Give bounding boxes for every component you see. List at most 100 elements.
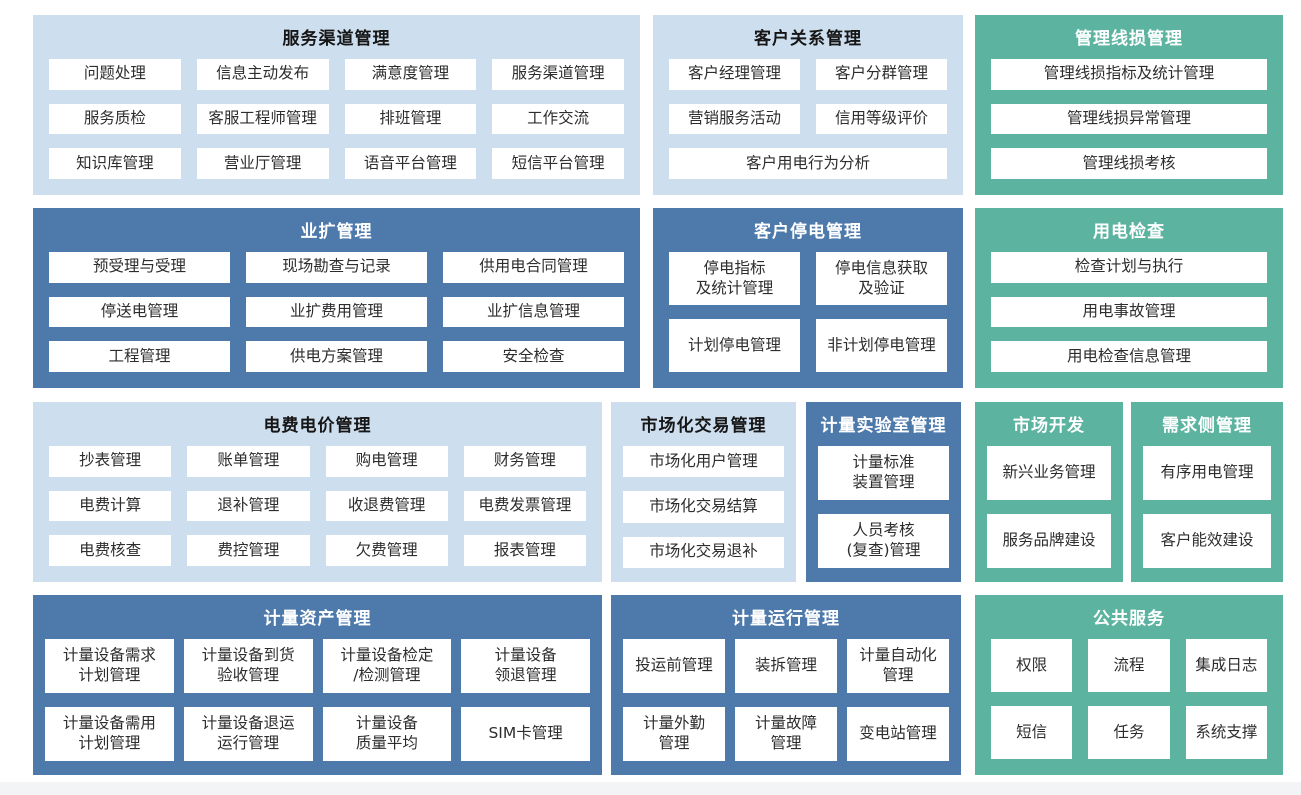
module-cell: 计划停电管理 bbox=[669, 319, 800, 372]
module-cell: 工作交流 bbox=[492, 103, 624, 135]
module-cell: 权限 bbox=[991, 639, 1073, 692]
module-cell: 用电检查信息管理 bbox=[991, 341, 1267, 373]
block-body: 客户经理管理客户分群管理营销服务活动信用等级评价客户用电行为分析 bbox=[669, 59, 947, 180]
module-cell: 计量设备 质量平均 bbox=[322, 707, 452, 761]
module-cell: 用电事故管理 bbox=[991, 296, 1267, 328]
block-customer-outage-management: 客户停电管理 停电指标 及统计管理停电信息获取 及验证计划停电管理非计划停电管理 bbox=[653, 208, 963, 388]
module-row: 管理线损指标及统计管理 bbox=[991, 59, 1267, 90]
module-row: 检查计划与执行 bbox=[991, 252, 1267, 283]
block-title: 业扩管理 bbox=[300, 222, 373, 242]
module-row: 市场化交易退补 bbox=[623, 536, 784, 568]
module-row: 停电指标 及统计管理停电信息获取 及验证 bbox=[669, 252, 947, 305]
block-title: 服务渠道管理 bbox=[282, 29, 391, 49]
module-cell: 信用等级评价 bbox=[816, 103, 947, 135]
module-cell: 业扩费用管理 bbox=[246, 296, 427, 328]
module-row: 计量设备需求 计划管理计量设备到货 验收管理计量设备检定 /检测管理计量设备 领… bbox=[45, 639, 590, 693]
block-title: 需求侧管理 bbox=[1162, 416, 1252, 436]
module-cell: 市场化用户管理 bbox=[623, 446, 784, 478]
module-cell: 客户能效建设 bbox=[1143, 514, 1271, 568]
module-cell: 停送电管理 bbox=[49, 296, 230, 328]
module-cell: 营销服务活动 bbox=[669, 103, 800, 135]
block-body: 新兴业务管理服务品牌建设 bbox=[987, 446, 1111, 568]
block-demand-side-management: 需求侧管理 有序用电管理客户能效建设 bbox=[1131, 402, 1283, 582]
block-service-channel-management: 服务渠道管理 问题处理信息主动发布满意度管理服务渠道管理服务质检客服工程师管理排… bbox=[33, 15, 640, 195]
module-cell: 客户分群管理 bbox=[816, 59, 947, 90]
block-title: 管理线损管理 bbox=[1075, 29, 1183, 49]
block-title: 计量实验室管理 bbox=[820, 416, 947, 436]
module-row: 管理线损考核 bbox=[991, 148, 1267, 180]
module-cell: 计量设备检定 /检测管理 bbox=[322, 639, 452, 693]
module-cell: 市场化交易退补 bbox=[623, 536, 784, 568]
module-cell: 信息主动发布 bbox=[196, 59, 329, 90]
module-cell: 计量标准 装置管理 bbox=[818, 446, 949, 500]
module-cell: 检查计划与执行 bbox=[991, 252, 1267, 283]
module-cell: 流程 bbox=[1088, 639, 1170, 692]
module-cell: 计量设备 领退管理 bbox=[461, 639, 590, 693]
module-row: 客户经理管理客户分群管理 bbox=[669, 59, 947, 90]
block-title: 计量资产管理 bbox=[263, 609, 372, 629]
module-cell: 管理线损考核 bbox=[991, 148, 1267, 180]
block-title: 市场开发 bbox=[1013, 416, 1085, 436]
module-cell: 业扩信息管理 bbox=[443, 296, 624, 328]
module-cell: 服务质检 bbox=[49, 103, 181, 135]
module-cell: 报表管理 bbox=[463, 535, 586, 567]
module-cell: 排班管理 bbox=[344, 103, 477, 135]
module-cell: 客户用电行为分析 bbox=[669, 148, 947, 180]
block-metering-asset-management: 计量资产管理 计量设备需求 计划管理计量设备到货 验收管理计量设备检定 /检测管… bbox=[33, 595, 602, 775]
module-row: 计划停电管理非计划停电管理 bbox=[669, 319, 947, 372]
block-metering-lab-management: 计量实验室管理 计量标准 装置管理人员考核 (复查)管理 bbox=[806, 402, 961, 582]
block-body: 投运前管理装拆管理计量自动化 管理计量外勤 管理计量故障 管理变电站管理 bbox=[623, 639, 949, 761]
module-cell: 投运前管理 bbox=[623, 639, 725, 693]
module-cell: 有序用电管理 bbox=[1143, 446, 1271, 500]
module-row: 市场化用户管理 bbox=[623, 446, 784, 478]
module-cell: 服务渠道管理 bbox=[492, 59, 624, 90]
block-business-expansion-management: 业扩管理 预受理与受理现场勘查与记录供用电合同管理停送电管理业扩费用管理业扩信息… bbox=[33, 208, 640, 388]
module-row: 电费核查费控管理欠费管理报表管理 bbox=[49, 535, 586, 567]
module-row: 用电检查信息管理 bbox=[991, 341, 1267, 373]
module-row: 停送电管理业扩费用管理业扩信息管理 bbox=[49, 296, 624, 328]
module-cell: 工程管理 bbox=[49, 341, 230, 373]
module-cell: 新兴业务管理 bbox=[987, 446, 1111, 500]
module-row: 问题处理信息主动发布满意度管理服务渠道管理 bbox=[49, 59, 624, 90]
module-row: 知识库管理营业厅管理语音平台管理短信平台管理 bbox=[49, 148, 624, 180]
module-cell: 电费核查 bbox=[49, 535, 172, 567]
module-row: 预受理与受理现场勘查与记录供用电合同管理 bbox=[49, 252, 624, 283]
module-cell: 管理线损指标及统计管理 bbox=[991, 59, 1267, 90]
block-tariff-management: 电费电价管理 抄表管理账单管理购电管理财务管理电费计算退补管理收退费管理电费发票… bbox=[33, 402, 602, 582]
module-cell: 预受理与受理 bbox=[49, 252, 230, 283]
module-row: 客户用电行为分析 bbox=[669, 148, 947, 180]
block-body: 检查计划与执行用电事故管理用电检查信息管理 bbox=[991, 252, 1267, 373]
module-cell: 计量外勤 管理 bbox=[623, 707, 725, 761]
module-cell: 电费发票管理 bbox=[463, 490, 586, 522]
block-body: 计量标准 装置管理人员考核 (复查)管理 bbox=[818, 446, 949, 568]
module-cell: 语音平台管理 bbox=[344, 148, 477, 180]
module-cell: 抄表管理 bbox=[49, 446, 172, 477]
module-cell: 供电方案管理 bbox=[246, 341, 427, 373]
block-market-trading-management: 市场化交易管理 市场化用户管理市场化交易结算市场化交易退补 bbox=[611, 402, 796, 582]
module-row: 计量标准 装置管理 bbox=[818, 446, 949, 500]
block-title: 公共服务 bbox=[1093, 609, 1165, 629]
module-row: 短信任务系统支撑 bbox=[991, 706, 1267, 759]
block-customer-relationship-management: 客户关系管理 客户经理管理客户分群管理营销服务活动信用等级评价客户用电行为分析 bbox=[653, 15, 963, 195]
module-cell: 短信 bbox=[991, 706, 1073, 759]
block-body: 计量设备需求 计划管理计量设备到货 验收管理计量设备检定 /检测管理计量设备 领… bbox=[45, 639, 590, 761]
module-cell: 营业厅管理 bbox=[196, 148, 329, 180]
module-row: 客户能效建设 bbox=[1143, 514, 1271, 568]
module-row: 投运前管理装拆管理计量自动化 管理 bbox=[623, 639, 949, 693]
module-cell: 安全检查 bbox=[443, 341, 624, 373]
module-row: 用电事故管理 bbox=[991, 296, 1267, 328]
module-cell: 问题处理 bbox=[49, 59, 181, 90]
module-cell: 服务品牌建设 bbox=[987, 514, 1111, 568]
module-row: 权限流程集成日志 bbox=[991, 639, 1267, 692]
block-title: 客户关系管理 bbox=[754, 29, 862, 49]
block-title: 市场化交易管理 bbox=[640, 416, 767, 436]
module-cell: 计量设备退运 运行管理 bbox=[183, 707, 313, 761]
module-cell: 客户经理管理 bbox=[669, 59, 800, 90]
module-cell: 满意度管理 bbox=[344, 59, 477, 90]
block-metering-operation-management: 计量运行管理 投运前管理装拆管理计量自动化 管理计量外勤 管理计量故障 管理变电… bbox=[611, 595, 961, 775]
module-cell: 计量设备需用 计划管理 bbox=[45, 707, 174, 761]
module-cell: 知识库管理 bbox=[49, 148, 181, 180]
module-cell: 财务管理 bbox=[463, 446, 586, 477]
block-body: 问题处理信息主动发布满意度管理服务渠道管理服务质检客服工程师管理排班管理工作交流… bbox=[49, 59, 624, 180]
